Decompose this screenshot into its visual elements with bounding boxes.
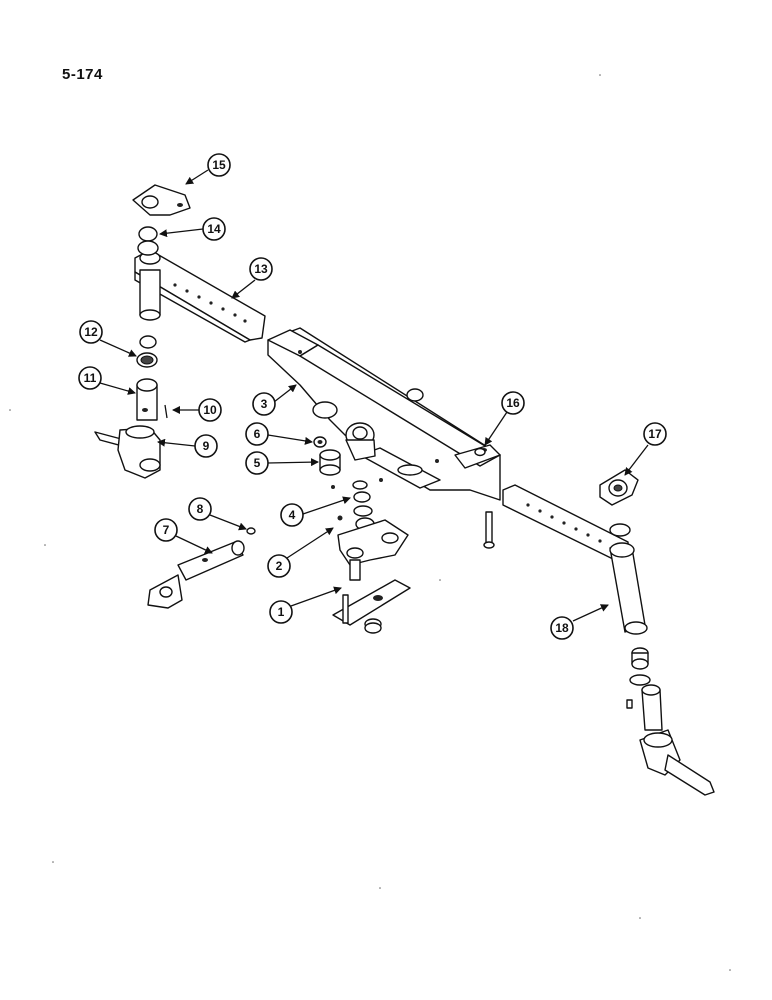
washer-16 [474, 447, 486, 457]
callout-12: 12 [79, 320, 137, 357]
callout-4-label: 4 [289, 508, 296, 522]
callout-5-label: 5 [254, 456, 261, 470]
callout-1: 1 [269, 586, 342, 624]
callout-3: 3 [252, 384, 297, 416]
callout-8: 8 [188, 497, 247, 531]
left-extension-tube [134, 249, 266, 343]
axle-center-beam [267, 327, 501, 501]
pivot-hub [345, 422, 376, 461]
bolt [483, 511, 495, 549]
page-number: 5-174 [62, 66, 103, 83]
callout-13-label: 13 [254, 262, 268, 276]
callout-10-label: 10 [203, 403, 217, 417]
callout-18-label: 18 [555, 621, 569, 635]
pin-10 [164, 404, 168, 419]
callout-9-label: 9 [203, 439, 210, 453]
bushing-5 [319, 449, 341, 476]
steering-arm-15 [132, 184, 191, 216]
callout-16: 16 [484, 391, 525, 446]
right-stub-axle [639, 729, 715, 796]
callout-8-label: 8 [197, 502, 204, 516]
bushing-14 [137, 226, 159, 256]
grease-fitting-8 [246, 527, 256, 535]
small-parts-4 [331, 478, 383, 531]
steering-arm-17 [599, 469, 639, 506]
callout-2: 2 [267, 527, 334, 578]
bushing-12 [136, 335, 158, 368]
callout-6-label: 6 [254, 427, 261, 441]
scan-specks [9, 74, 731, 971]
callout-3-label: 3 [261, 397, 268, 411]
right-spindle [626, 684, 663, 731]
callout-14-label: 14 [207, 222, 221, 236]
callout-17-label: 17 [648, 427, 662, 441]
callout-18: 18 [550, 604, 609, 640]
washer-6 [313, 436, 327, 448]
stub-axle-9 [94, 425, 161, 479]
callout-12-label: 12 [84, 325, 98, 339]
callout-16-label: 16 [506, 396, 520, 410]
callout-1-label: 1 [278, 605, 285, 619]
callout-17: 17 [624, 422, 667, 476]
callout-2-label: 2 [276, 559, 283, 573]
right-extension-tube [502, 484, 648, 635]
callout-11-label: 11 [84, 371, 97, 385]
callout-15: 15 [185, 153, 231, 185]
mount-plate-1 [332, 579, 411, 634]
callout-4: 4 [280, 496, 351, 527]
callout-14: 14 [159, 217, 226, 241]
pivot-bracket-2 [337, 519, 409, 581]
spindle-11 [136, 378, 158, 421]
callout-10: 10 [172, 398, 222, 422]
callout-13: 13 [231, 257, 273, 299]
callout-7: 7 [154, 518, 213, 554]
callout-6: 6 [245, 422, 313, 446]
pivot-pin-7 [147, 540, 245, 609]
callout-15-label: 15 [212, 158, 226, 172]
callout-9: 9 [157, 434, 218, 458]
callout-7-label: 7 [163, 523, 170, 537]
right-lower-bushings [629, 647, 651, 686]
callout-5: 5 [245, 451, 319, 475]
callout-11: 11 [78, 366, 136, 395]
